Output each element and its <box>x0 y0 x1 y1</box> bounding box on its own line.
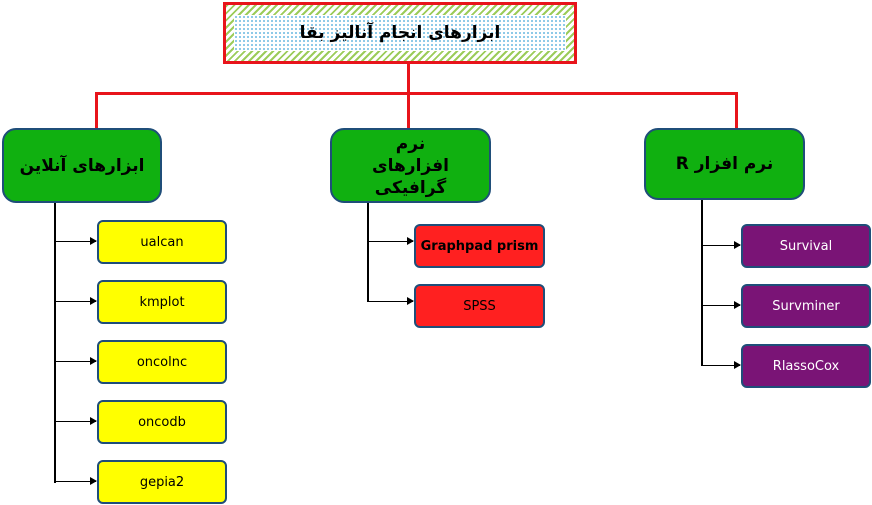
connector <box>701 200 703 366</box>
arrow <box>55 357 97 365</box>
connector <box>407 63 410 94</box>
root-title: ابزارهای انجام آنالیز بقا <box>234 15 566 51</box>
arrow <box>368 297 414 305</box>
arrow <box>55 297 97 305</box>
arrow <box>702 241 741 249</box>
category-label: ابزارهای آنلاین <box>19 155 145 176</box>
root-node: ابزارهای انجام آنالیز بقا <box>223 2 577 64</box>
tool-rlassocox: RlassoCox <box>741 344 871 388</box>
connector <box>367 203 369 302</box>
arrow <box>702 301 741 309</box>
category-label: نرم افزار R <box>675 154 774 174</box>
connector <box>407 92 410 128</box>
tool-kmplot: kmplot <box>97 280 227 324</box>
connector <box>54 203 56 483</box>
tool-ualcan: ualcan <box>97 220 227 264</box>
tool-survminer: Survminer <box>741 284 871 328</box>
arrow <box>368 237 414 245</box>
tool-graphpad-prism: Graphpad prism <box>414 224 545 268</box>
tool-survival: Survival <box>741 224 871 268</box>
connector <box>95 92 738 95</box>
connector <box>95 92 98 128</box>
arrow <box>55 477 97 485</box>
tool-spss: SPSS <box>414 284 545 328</box>
category-r-software: نرم افزار R <box>644 128 805 200</box>
category-online-tools: ابزارهای آنلاین <box>2 128 162 203</box>
arrow <box>702 361 741 369</box>
arrow <box>55 237 97 245</box>
arrow <box>55 417 97 425</box>
tool-gepia2: gepia2 <box>97 460 227 504</box>
tool-oncodb: oncodb <box>97 400 227 444</box>
connector <box>735 92 738 128</box>
category-graphic-software: نرم افزارهای گرافیکی <box>330 128 491 203</box>
category-label: نرم افزارهای گرافیکی <box>372 133 449 198</box>
tool-oncolnc: oncolnc <box>97 340 227 384</box>
